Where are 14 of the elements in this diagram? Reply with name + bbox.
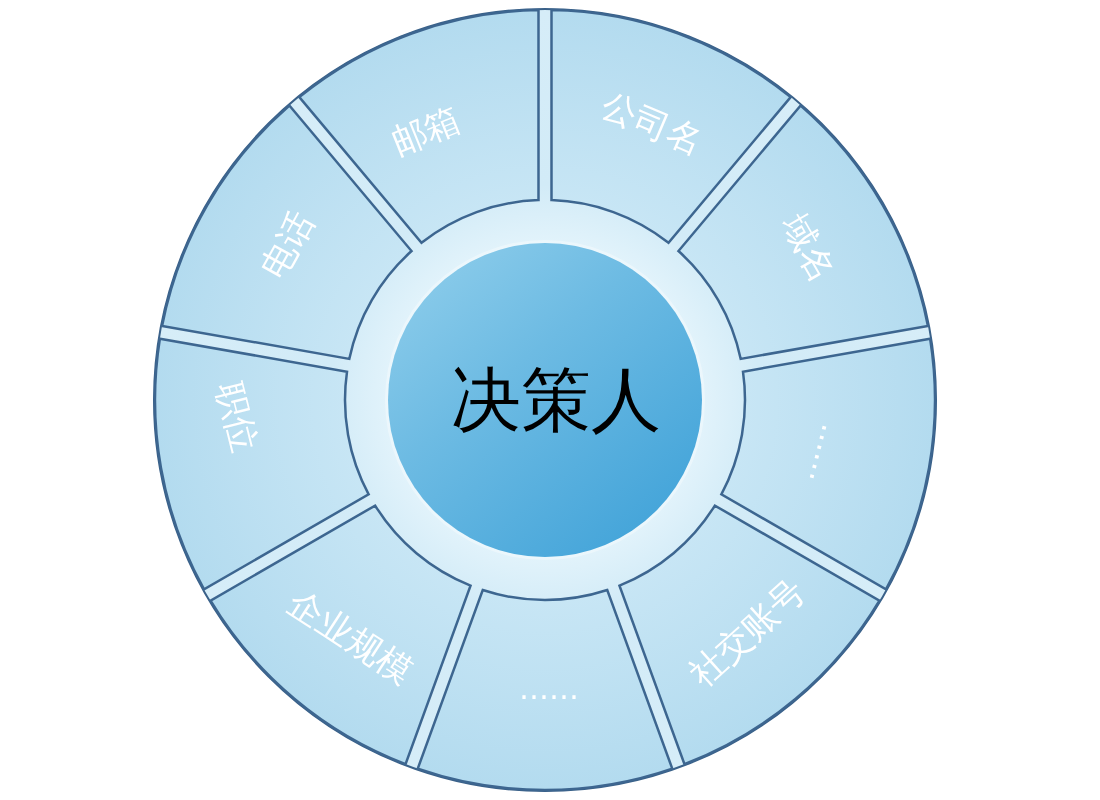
segment-label: 公司名 — [596, 87, 708, 161]
segment-label: …… — [804, 421, 848, 487]
segment-label: 邮箱 — [387, 101, 465, 161]
ring-segment — [617, 503, 882, 767]
ring-segment — [153, 336, 371, 592]
segment-label: …… — [519, 674, 579, 704]
center-label: 决策人 — [451, 365, 661, 435]
segment-label: 电话 — [255, 205, 321, 285]
segment-label: 职位 — [211, 378, 263, 456]
ring-segment — [415, 588, 675, 792]
ring-segment — [208, 503, 473, 767]
segment-label: 企业规模 — [281, 584, 419, 690]
segment-label: 域名 — [775, 208, 841, 288]
segment-label: 社交账号 — [683, 573, 811, 693]
